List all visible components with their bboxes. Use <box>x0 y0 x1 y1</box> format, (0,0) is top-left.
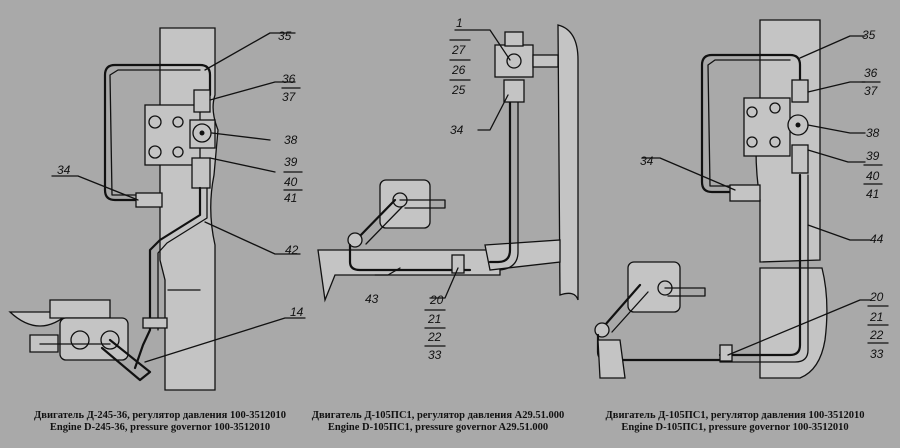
fitting-upper <box>193 89 211 113</box>
label-38-a: 38 <box>284 133 298 147</box>
tube-loop-3 <box>700 53 802 194</box>
label-40-c: 40 <box>866 169 880 183</box>
label-34-b: 34 <box>450 123 464 137</box>
panel-engine-d245: 35 36 37 38 39 40 41 34 42 14 <box>8 27 306 391</box>
label-21-b: 21 <box>427 312 441 326</box>
label-41-c: 41 <box>866 187 879 201</box>
wall-right <box>557 24 579 301</box>
label-43: 43 <box>365 292 379 306</box>
panel-engine-d105-100: 35 36 37 38 39 40 41 34 44 20 21 22 33 <box>594 19 889 379</box>
engine-wall-lower <box>759 267 828 379</box>
caption-2-en: Engine D-105ПС1, pressure governor A29.5… <box>327 422 549 433</box>
label-1: 1 <box>456 16 463 30</box>
caption-2-ru: Двигатель Д-105ПС1, регулятор давления А… <box>311 410 565 421</box>
label-39-a: 39 <box>284 155 298 169</box>
tube-clip <box>142 317 168 329</box>
tube-14-end <box>100 338 152 382</box>
label-34-c: 34 <box>640 154 654 168</box>
sensor-20-c <box>719 344 733 362</box>
fitting-2 <box>503 79 525 103</box>
caption-1-ru: Двигатель Д-245-36, регулятор давления 1… <box>34 410 286 421</box>
caption-3-ru: Двигатель Д-105ПС1, регулятор давления 1… <box>605 410 865 421</box>
label-22-c: 22 <box>869 328 884 342</box>
frame-rail <box>317 249 501 303</box>
label-25: 25 <box>451 83 466 97</box>
label-14: 14 <box>290 305 304 319</box>
label-39-c: 39 <box>866 149 880 163</box>
bolt-upper <box>148 115 162 129</box>
tube-diagonal-2 <box>356 198 397 240</box>
tube-43 <box>348 243 472 272</box>
caption-3-en: Engine D-105ПС1, pressure governor 100-3… <box>621 422 849 433</box>
caption-panel-3: Двигатель Д-105ПС1, регулятор давления 1… <box>585 410 885 434</box>
label-37-c: 37 <box>864 84 879 98</box>
label-20-b: 20 <box>429 293 444 307</box>
caption-panel-1: Двигатель Д-245-36, регулятор давления 1… <box>16 410 304 434</box>
label-44: 44 <box>870 232 884 246</box>
bolt-lower <box>148 145 162 159</box>
label-27: 27 <box>451 43 467 57</box>
tube-44 <box>718 173 802 357</box>
clamp-34-c <box>729 184 761 202</box>
clamp-34 <box>135 192 163 208</box>
sensor-20-a <box>451 254 465 274</box>
label-35-a: 35 <box>278 29 292 43</box>
label-26: 26 <box>451 63 466 77</box>
fitting-lower <box>191 157 211 189</box>
caption-panel-2: Двигатель Д-105ПС1, регулятор давления А… <box>305 410 571 434</box>
label-36-a: 36 <box>282 72 296 86</box>
label-20-c: 20 <box>869 290 884 304</box>
label-37-a: 37 <box>282 90 297 104</box>
label-34-a: 34 <box>57 163 71 177</box>
label-40-a: 40 <box>284 175 298 189</box>
label-35-c: 35 <box>862 28 876 42</box>
caption-1-en: Engine D-245-36, pressure governor 100-3… <box>49 422 271 433</box>
panel-engine-d105-a2951: 1 27 26 25 34 43 20 21 22 33 <box>317 16 579 362</box>
label-42: 42 <box>285 243 299 257</box>
tube-diagonal-3 <box>603 283 642 327</box>
tube-vertical <box>488 93 512 264</box>
label-22-b: 22 <box>427 330 442 344</box>
label-38-c: 38 <box>866 126 880 140</box>
label-36-c: 36 <box>864 66 878 80</box>
label-33-c: 33 <box>870 347 884 361</box>
label-33-b: 33 <box>428 348 442 362</box>
label-41-a: 41 <box>284 191 297 205</box>
tube-42 <box>133 186 202 370</box>
label-21-c: 21 <box>869 310 883 324</box>
